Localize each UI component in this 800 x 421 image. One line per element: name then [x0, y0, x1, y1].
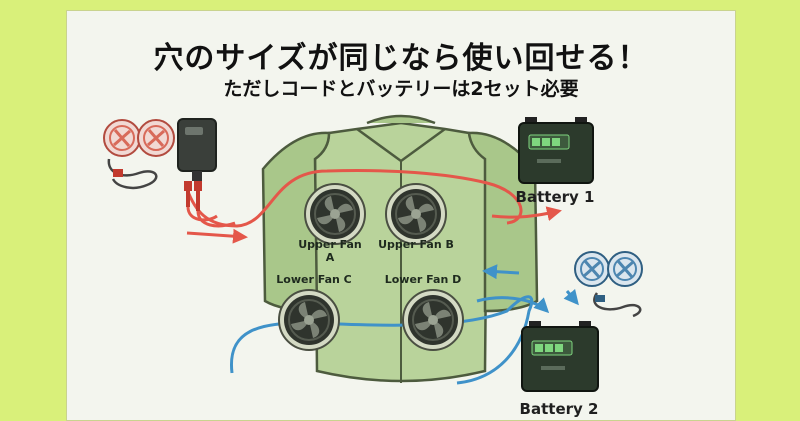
battery-2-icon [521, 321, 599, 392]
red-arrow-out [491, 206, 562, 221]
blue-arrow-set [563, 288, 579, 306]
upper-fan-a-label-suffix: A [326, 251, 335, 264]
battery-1-icon [518, 117, 594, 184]
blue-fan-set-icon [574, 251, 643, 318]
vest-fan-diagram: Upper Fan A Upper Fan B Lower Fan C Lowe… [103, 114, 643, 418]
battery-2-label: Battery 2 [520, 400, 599, 418]
blue-arrow-out [476, 296, 550, 314]
upper-fan-a-label: Upper Fan [298, 238, 362, 251]
page-subtitle: ただしコードとバッテリーは2セット必要 [223, 78, 579, 100]
upper-fan-b-label: Upper Fan B [378, 238, 454, 251]
page-title: 穴のサイズが同じなら使い回せる！ [153, 41, 649, 76]
red-fan-set-icon [103, 119, 175, 190]
lower-fan-c-label: Lower Fan C [276, 273, 351, 286]
upper-fan-b-icon [385, 183, 447, 245]
upper-fan-a-icon [304, 183, 366, 245]
battery-1-label: Battery 1 [516, 188, 595, 206]
blue-cable [229, 295, 534, 385]
lower-fan-c-icon [278, 289, 340, 351]
lower-fan-d-icon [402, 289, 464, 351]
power-pack-icon [177, 118, 236, 228]
red-arrow-in [186, 228, 248, 244]
diagram-card: 穴のサイズが同じなら使い回せる！ ただしコードとバッテリーは2セット必要 [66, 10, 736, 421]
lower-fan-d-label: Lower Fan D [385, 273, 462, 286]
blue-arrow-in [482, 264, 520, 280]
